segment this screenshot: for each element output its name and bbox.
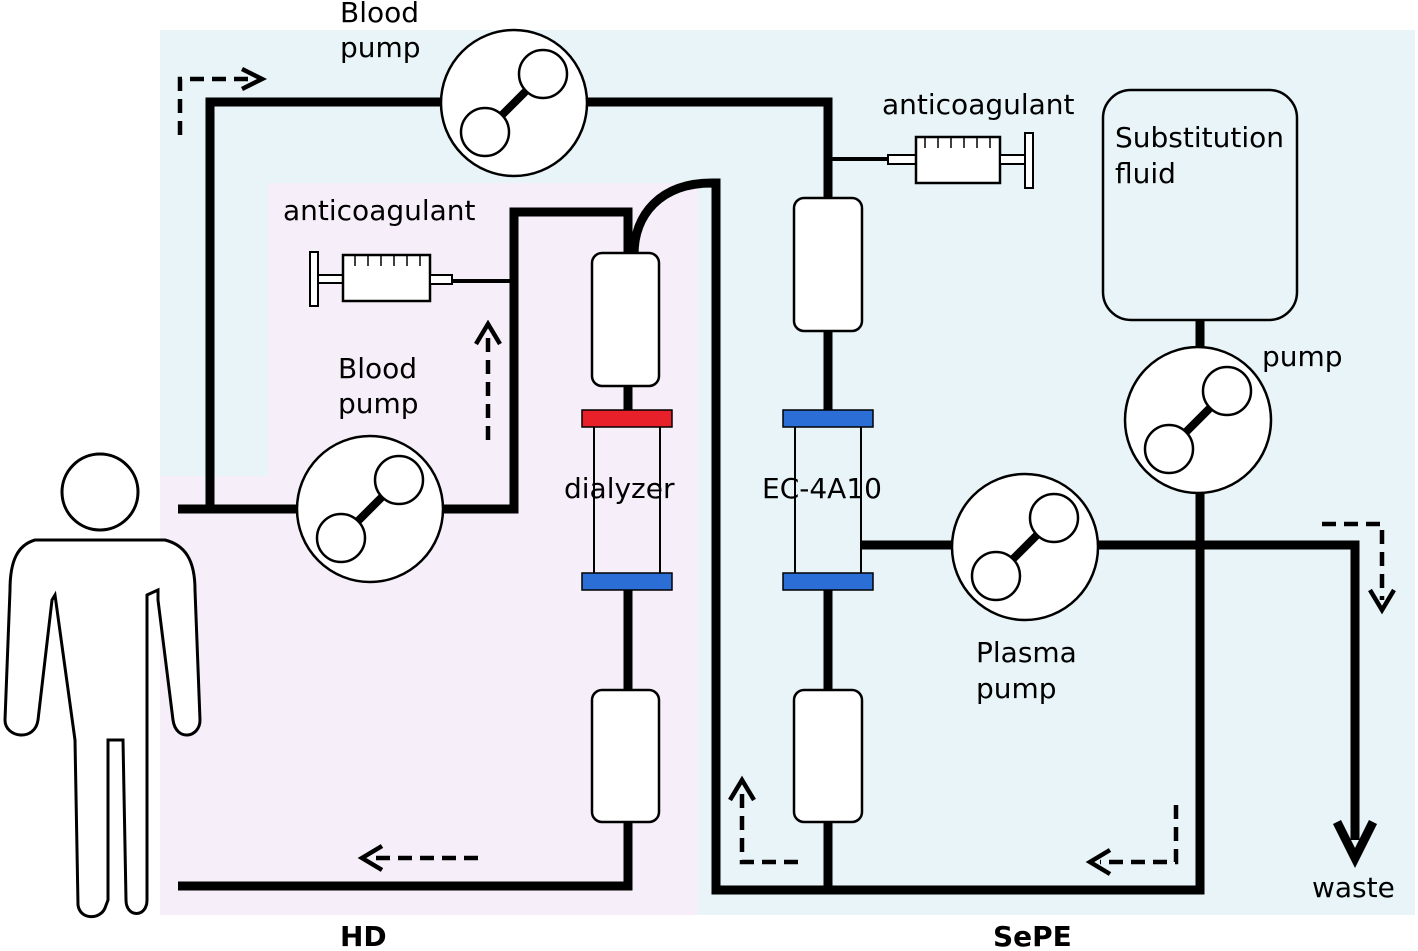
- plasma-pump-label-1: Plasma: [976, 636, 1077, 669]
- pump-icon: [1123, 345, 1273, 495]
- waste-arrow-icon: [1332, 819, 1378, 869]
- pump-icon: [439, 28, 589, 178]
- substitution-fluid-bag: [1101, 88, 1299, 322]
- pump-label: pump: [1262, 340, 1343, 373]
- blood-pump-top-label-2: pump: [340, 31, 421, 64]
- person-icon: [3, 452, 202, 919]
- ec-4a10-column: [782, 196, 874, 824]
- dashed-arrow-icon: [177, 76, 1385, 865]
- dialyzer-label: dialyzer: [564, 472, 675, 505]
- pump-icon: [295, 434, 445, 584]
- substitution-fluid-label-2: fluid: [1115, 157, 1176, 190]
- sepe-region-label: SePE: [993, 920, 1072, 951]
- waste-label: waste: [1312, 871, 1395, 904]
- plasma-pump-label-2: pump: [976, 672, 1057, 705]
- dialyzer-blue-cap: [581, 572, 673, 591]
- substitution-fluid-label-1: Substitution: [1115, 121, 1284, 154]
- pump-icon: [950, 472, 1100, 622]
- hd-region-label: HD: [340, 920, 387, 951]
- syringe-icon: [887, 132, 1034, 189]
- arrowheads: [240, 66, 1396, 876]
- anticoagulant-sepe-label: anticoagulant: [882, 88, 1075, 121]
- dialyzer-red-cap: [581, 409, 673, 428]
- blood-pump-top-label-1: Blood: [340, 0, 419, 29]
- anticoagulant-hd-label: anticoagulant: [283, 194, 476, 227]
- anticoagulant-lines: [452, 157, 888, 283]
- blood-pump-hd-label-1: Blood: [338, 352, 417, 385]
- ec-4a10-label: EC-4A10: [762, 472, 882, 505]
- blood-pump-hd-label-2: pump: [338, 387, 419, 420]
- dialyzer: [581, 251, 673, 824]
- syringe-icon: [309, 251, 453, 307]
